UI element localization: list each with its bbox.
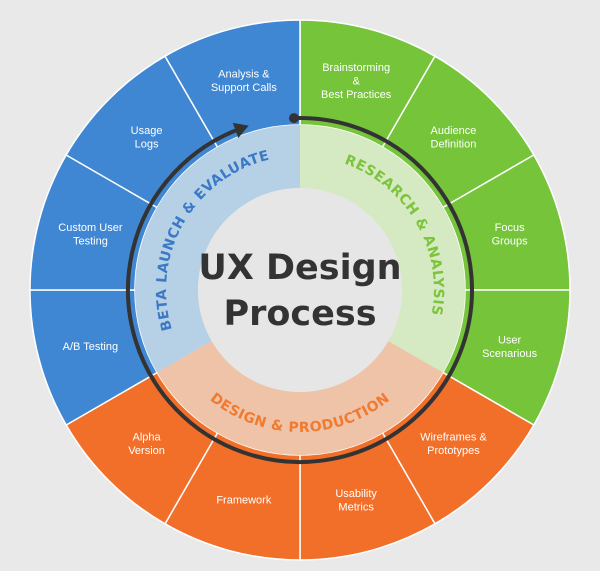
segment-label: Analysis &Support Calls	[211, 69, 278, 95]
segment-label: Framework	[216, 495, 272, 507]
cycle-arrow	[126, 113, 474, 464]
cycle-arrow-start-dot	[288, 113, 299, 124]
cycle-arrow-path	[126, 116, 474, 464]
cycle-arrow-head	[232, 122, 249, 138]
title-line-2: Process	[223, 294, 376, 334]
phase-band-design-production	[157, 341, 443, 455]
phase-band-research-analysis	[300, 125, 465, 373]
title-line-1: UX Design	[198, 248, 401, 288]
segment-label: Wireframes &Prototypes	[420, 432, 487, 458]
segment-analysis-support-calls: Analysis &Support Calls	[163, 19, 301, 149]
center-disc	[198, 188, 402, 392]
phase-band-beta-launch-evaluate	[134, 125, 300, 373]
segment-label: Brainstorming&Best Practices	[321, 62, 392, 101]
center-title: UX Design Process	[198, 248, 401, 334]
phase-bands	[134, 125, 465, 455]
segment-label: A/B Testing	[63, 341, 118, 353]
